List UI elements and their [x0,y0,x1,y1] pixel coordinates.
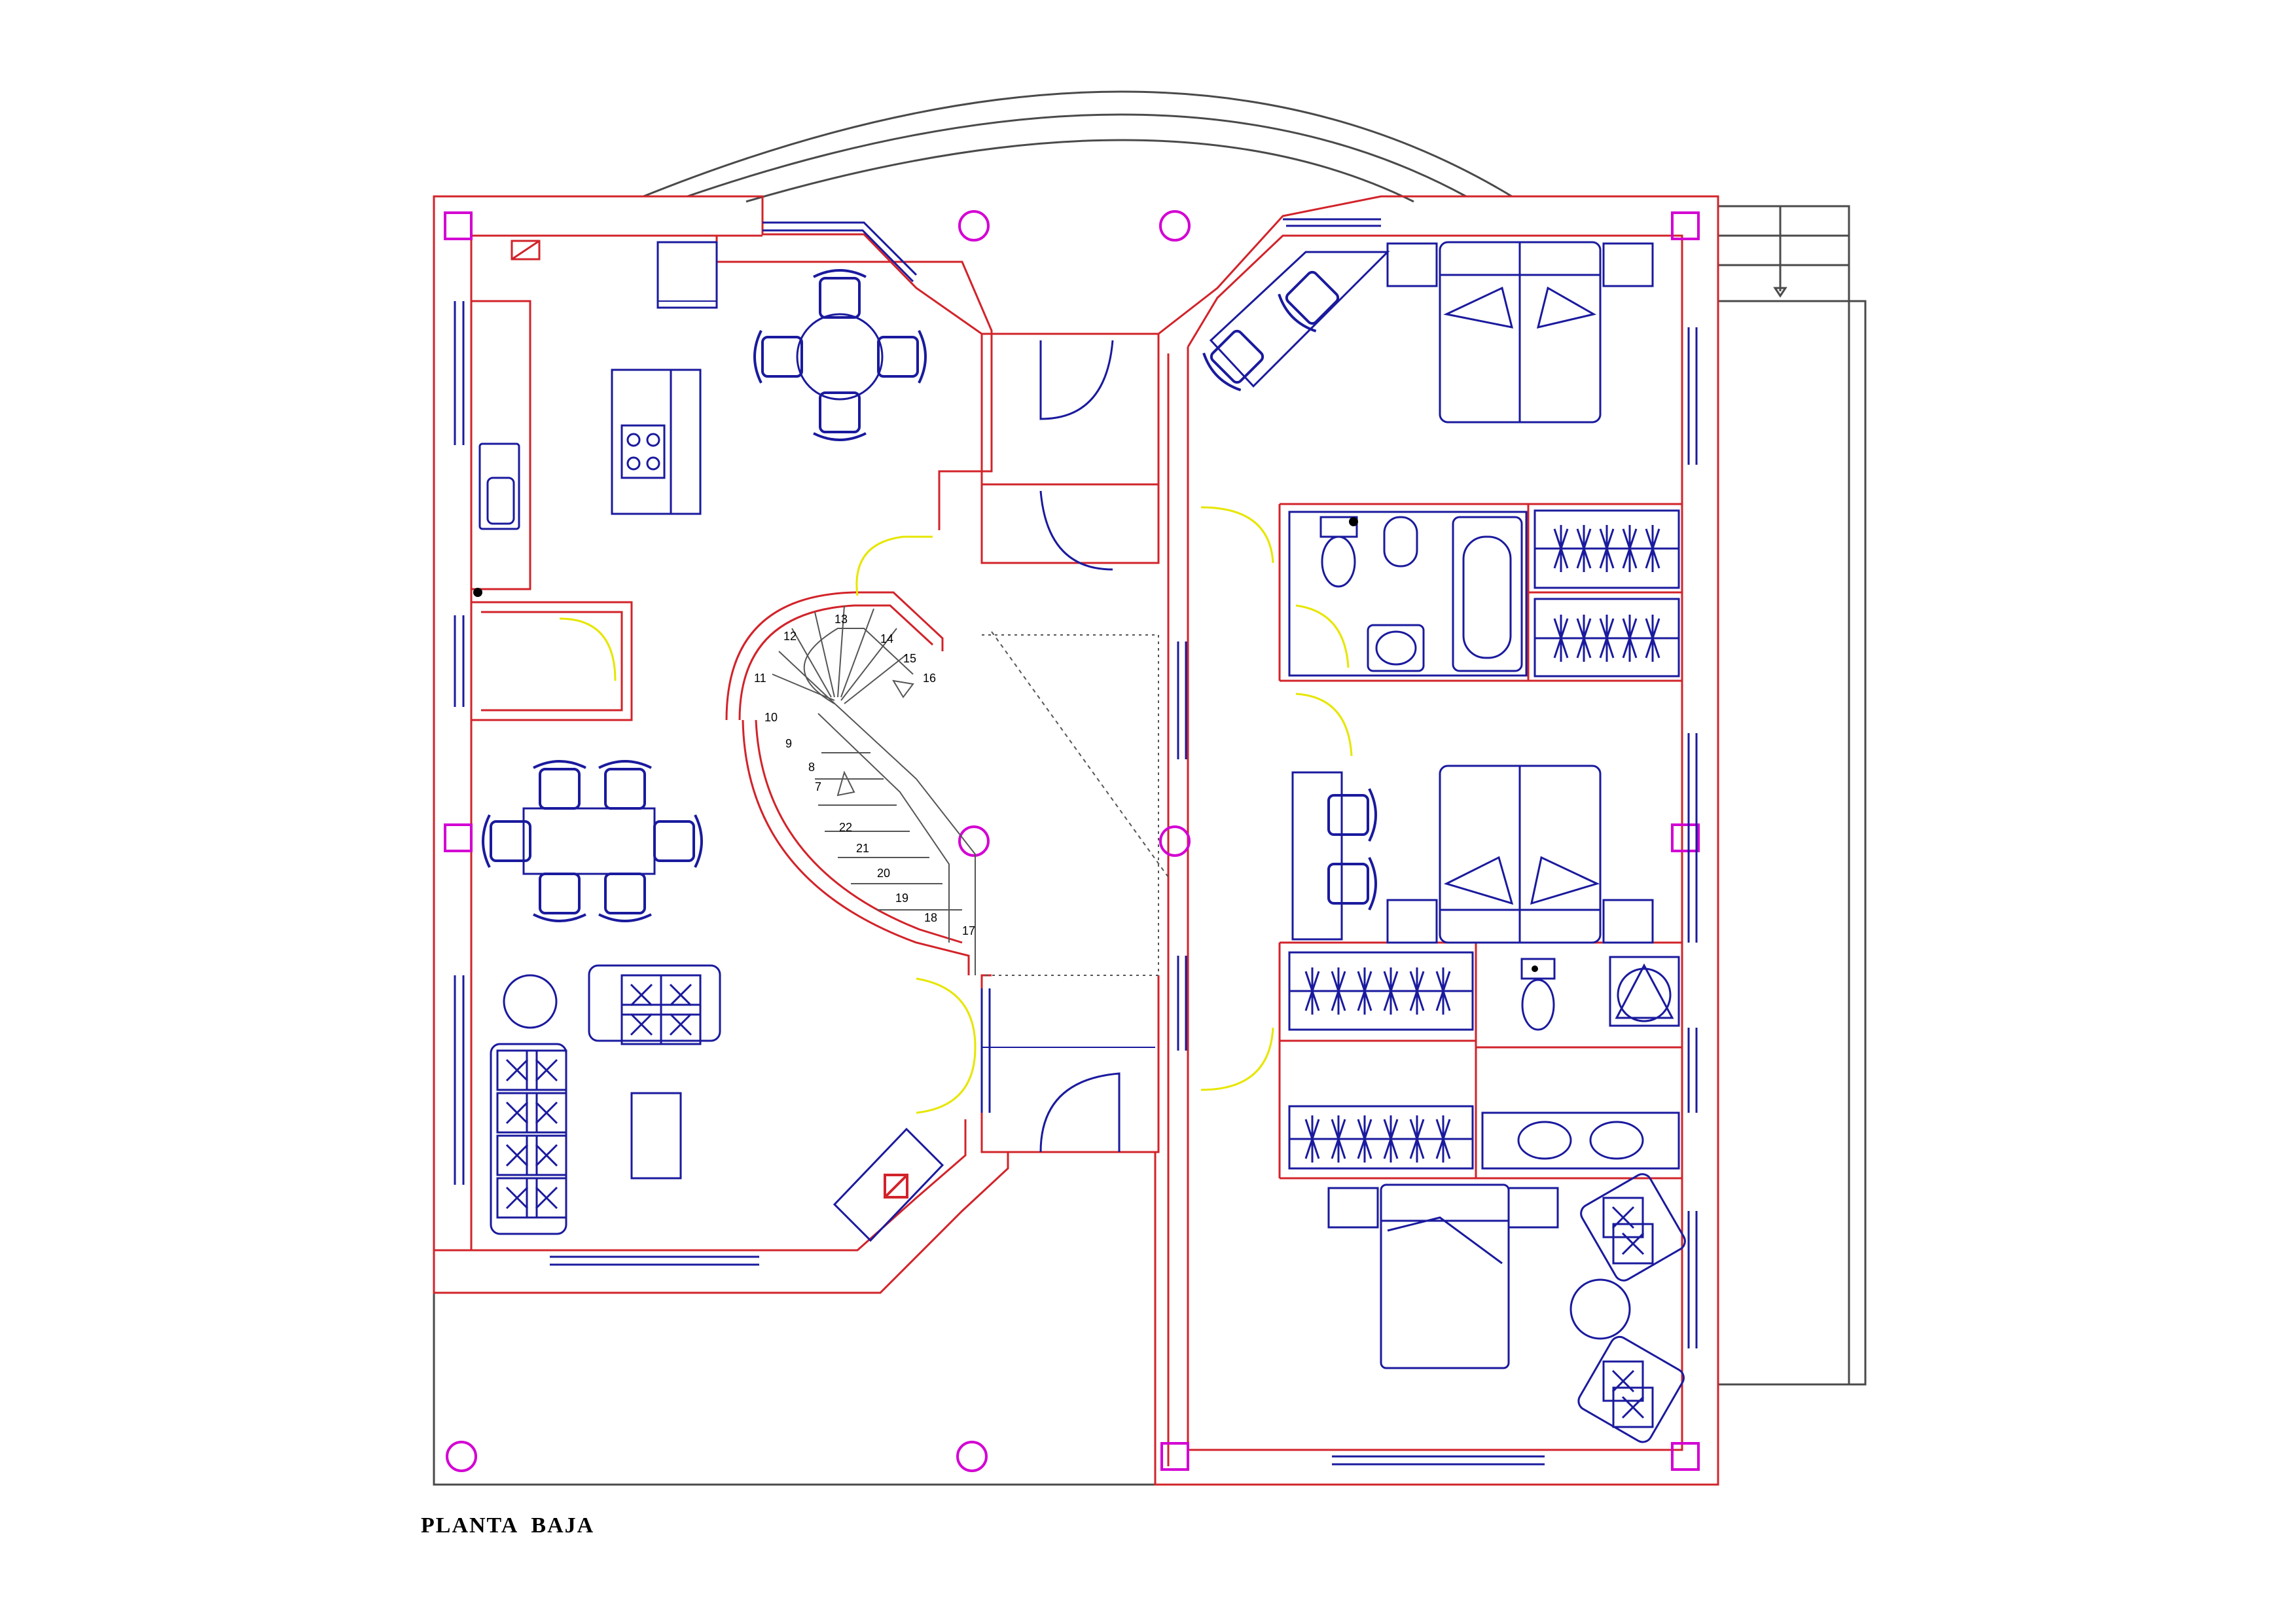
stair-numbers: 7 8 9 10 11 12 13 14 15 16 17 18 19 20 2… [754,613,975,937]
svg-text:13: 13 [834,613,848,626]
terrace-outline [433,205,1867,1486]
bedroom-1 [1199,241,1654,424]
bed-icon [1439,241,1602,424]
living-room [482,760,944,1242]
fridge [656,241,718,309]
svg-text:22: 22 [839,821,852,834]
sink-icon [478,442,520,530]
svg-text:17: 17 [962,924,975,937]
armchair-icon [1577,1335,1685,1443]
svg-text:8: 8 [808,761,815,774]
toilet-icon [1520,958,1556,1031]
svg-text:10: 10 [764,711,778,724]
staircase [772,605,1169,1048]
svg-text:18: 18 [924,911,937,924]
sink-icon [1367,516,1425,672]
tv-unit [833,1127,944,1242]
wardrobe-icon [1534,509,1680,677]
stair-arrow-icon [836,770,855,797]
toilet-icon [1319,516,1358,588]
roof-arcs [643,90,1513,203]
svg-text:12: 12 [783,630,797,643]
svg-text:20: 20 [877,867,890,880]
coffee-table [630,1092,682,1180]
sofa-icon [490,1043,567,1235]
armchair-icon [1580,1173,1686,1282]
walls [433,195,1719,1486]
windows [454,218,1698,1466]
arc-roof-icon [643,90,1513,198]
doors [559,340,1353,1153]
wardrobe-icon [1289,966,1473,1164]
svg-text:15: 15 [903,652,916,665]
markers [473,517,1538,972]
columns [444,210,1700,1472]
svg-text:7: 7 [815,780,821,793]
sofa-icon [588,964,721,1045]
dining-table [522,807,656,875]
sink-icon [1517,1121,1644,1160]
bedroom-2 [1291,765,1654,944]
bathtub-icon [1452,516,1523,672]
svg-text:19: 19 [895,892,908,905]
stair-arrow-icon [1773,287,1787,298]
desk [1291,771,1343,941]
svg-text:21: 21 [856,842,869,855]
bathroom-2 [1288,951,1680,1170]
bed-icon [1439,765,1602,944]
kitchen [478,241,927,530]
shower-icon [1609,956,1680,1027]
svg-text:14: 14 [880,632,893,645]
bedroom-3 [1327,1173,1686,1443]
svg-text:16: 16 [923,672,936,685]
kitchen-island [611,369,702,515]
svg-text:11: 11 [754,672,766,685]
fireplace-icon [511,240,908,1199]
bathroom-1 [1288,509,1680,677]
desk [1209,251,1390,388]
bed-icon [1380,1183,1510,1369]
drawing-caption: PLANTA BAJA [421,1513,595,1538]
svg-text:9: 9 [785,737,792,750]
